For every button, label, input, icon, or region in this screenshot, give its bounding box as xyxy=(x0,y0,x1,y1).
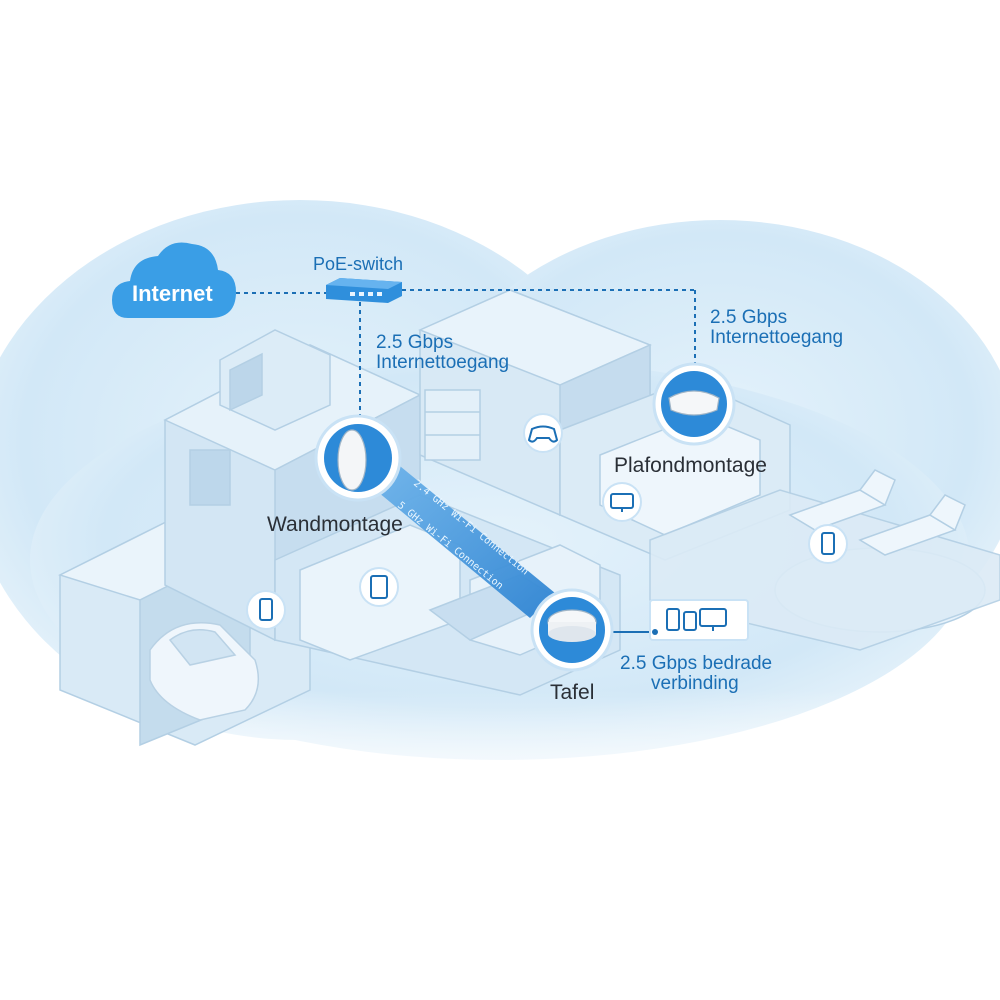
lounge-chair-icon xyxy=(788,469,966,556)
wall-mount-ap-icon xyxy=(314,414,402,502)
ceiling-mount-ap-icon xyxy=(652,362,736,446)
car-icon xyxy=(149,622,260,721)
phone-icon xyxy=(808,524,848,564)
internet-label: Internet xyxy=(132,281,213,306)
table-label: Tafel xyxy=(550,681,595,704)
tablet-icon xyxy=(359,567,399,607)
wired-line1-label: 2.5 Gbps bedrade xyxy=(620,653,773,674)
phone-icon xyxy=(246,590,286,630)
wall-mount-label: Wandmontage xyxy=(267,513,403,536)
gamepad-icon xyxy=(523,413,563,453)
dashed-connections xyxy=(236,289,696,633)
left-speed-label: 2.5 Gbps xyxy=(376,332,454,353)
poe-switch-label: PoE-switch xyxy=(313,254,404,274)
right-speed-label: 2.5 Gbps xyxy=(710,307,788,328)
ceiling-mount-label: Plafondmontage xyxy=(614,454,767,477)
cloud-icon xyxy=(112,242,236,318)
table-ap-icon xyxy=(530,588,614,672)
poe-switch-icon xyxy=(326,278,402,303)
wired-devices-icon xyxy=(649,599,749,641)
left-access-label: Internettoegang xyxy=(376,352,510,373)
monitor-icon xyxy=(602,482,642,522)
right-access-label: Internettoegang xyxy=(710,327,844,348)
wired-line2-label: verbinding xyxy=(651,673,739,694)
wifi-beam xyxy=(378,462,555,618)
